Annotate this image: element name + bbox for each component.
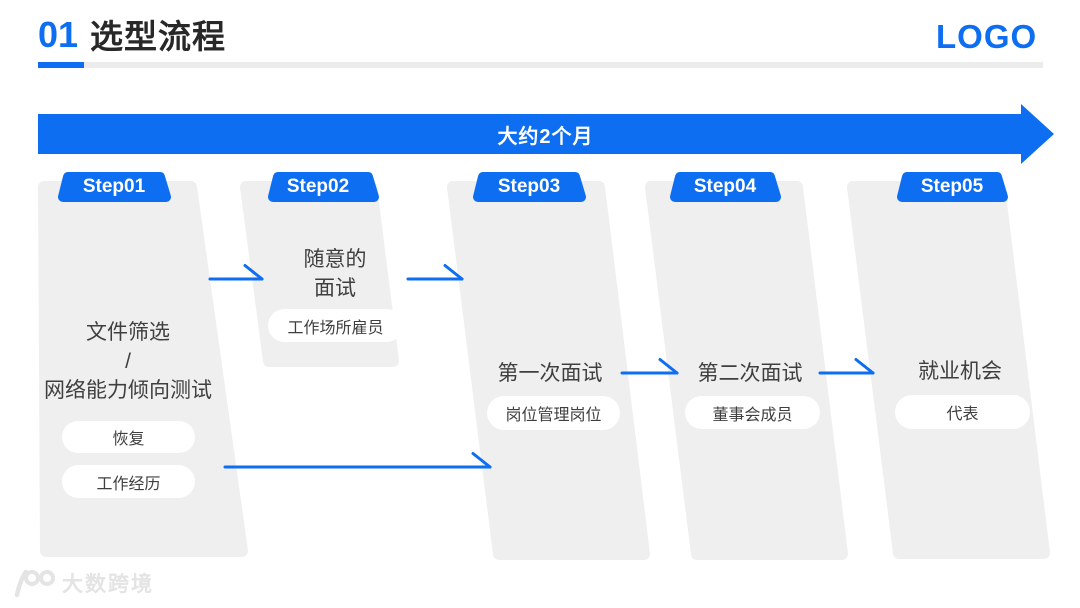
watermark-logo-icon <box>14 569 55 598</box>
pill-representative: 代表 <box>895 395 1030 429</box>
title-underline-accent <box>38 62 84 68</box>
column-title-1: 文件筛选 / 网络能力倾向测试 <box>33 318 223 405</box>
arrow-right-icon <box>620 358 679 375</box>
banner-label: 大约2个月 <box>497 125 594 148</box>
column-title-5: 就业机会 <box>880 357 1040 386</box>
column-title-line: 面试 <box>314 277 356 300</box>
pill-position-manager: 岗位管理岗位 <box>487 396 620 430</box>
column-title-2: 随意的 面试 <box>265 245 405 303</box>
column-title-line: 随意的 <box>303 248 367 271</box>
step-tab-label-5: Step05 <box>920 176 984 197</box>
column-title-4: 第二次面试 <box>670 359 830 388</box>
banner-arrowhead-icon <box>1021 104 1054 164</box>
watermark: 大数跨境 <box>10 568 154 598</box>
page-title: 选型流程 <box>90 18 226 55</box>
column-title-3: 第一次面试 <box>470 359 630 388</box>
arrow-right-icon <box>818 358 875 375</box>
pill-resume: 恢复 <box>62 421 195 453</box>
title-underline <box>84 62 1043 68</box>
step-tab-label-1: Step01 <box>82 176 146 197</box>
arrow-right-icon <box>406 264 464 281</box>
pill-board-member: 董事会成员 <box>685 396 820 429</box>
arrow-right-long-icon <box>223 452 492 469</box>
step-tab-5 <box>897 172 1008 202</box>
step-tab-1 <box>58 172 171 202</box>
watermark-text: 大数跨境 <box>62 573 154 596</box>
step-tab-label-2: Step02 <box>286 176 350 197</box>
column-title-line: 就业机会 <box>918 360 1002 383</box>
column-title-line: 第二次面试 <box>697 362 803 385</box>
column-title-line: / <box>125 350 131 373</box>
section-number: 01 <box>38 14 79 55</box>
pill-workplace-employee: 工作场所雇员 <box>268 309 403 342</box>
step-tab-4 <box>670 172 781 202</box>
arrow-right-icon <box>208 264 264 281</box>
step-tab-label-4: Step04 <box>693 176 757 197</box>
column-title-line: 文件筛选 <box>86 321 170 344</box>
step-tab-2 <box>268 172 379 202</box>
step-tab-label-3: Step03 <box>497 176 561 197</box>
column-title-line: 第一次面试 <box>497 362 603 385</box>
step-tab-3 <box>473 172 586 202</box>
banner-bar <box>38 114 1021 154</box>
pill-work-experience: 工作经历 <box>62 465 195 498</box>
logo-text: LOGO <box>936 18 1038 55</box>
column-title-line: 网络能力倾向测试 <box>44 379 212 402</box>
